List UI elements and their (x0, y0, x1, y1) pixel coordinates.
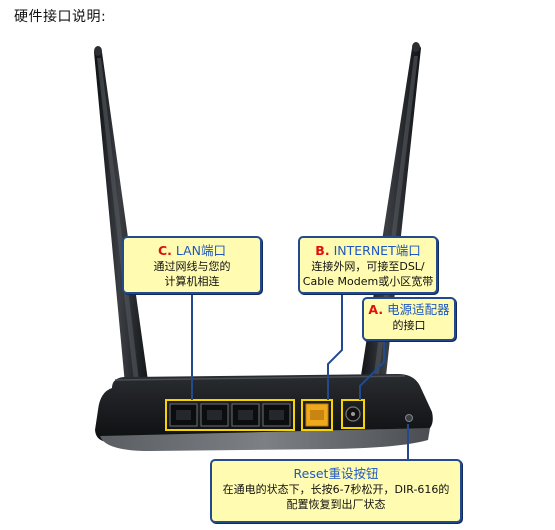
callout-title: Reset重设按钮 (293, 466, 379, 481)
internet-port (301, 399, 333, 431)
callout-letter: B. (315, 243, 330, 258)
callout-reset-button: Reset重设按钮 在通电的状态下，长按6-7秒松开，DIR-616的 配置恢复… (210, 459, 462, 523)
callout-line: 计算机相连 (164, 275, 220, 288)
callout-line: 连接外网，可接至DSL/ (311, 260, 425, 273)
callout-power-port: A. 电源适配器 的接口 (362, 297, 456, 341)
callout-title: INTERNET端口 (333, 243, 421, 258)
callout-title: LAN端口 (175, 243, 227, 258)
lan-port (165, 399, 295, 431)
callout-title: 电源适配器 (387, 302, 450, 317)
callout-letter: A. (368, 302, 384, 317)
callout-line: 的接口 (392, 319, 426, 332)
callout-line: 通过网线与您的 (153, 260, 231, 273)
power-port (341, 399, 365, 429)
callout-letter: C. (157, 243, 172, 258)
antenna-left (94, 46, 150, 395)
callout-lan-port: C. LAN端口 通过网线与您的 计算机相连 (122, 236, 262, 294)
reset-button (405, 414, 413, 422)
callout-internet-port: B. INTERNET端口 连接外网，可接至DSL/ Cable Modem或小… (298, 236, 438, 294)
callout-line: 在通电的状态下，长按6-7秒松开，DIR-616的 (222, 483, 450, 496)
callout-line: 配置恢复到出厂状态 (286, 498, 386, 511)
page-title: 硬件接口说明: (14, 9, 107, 25)
antenna-right (358, 42, 421, 395)
callout-line: Cable Modem或小区宽带 (302, 275, 434, 288)
